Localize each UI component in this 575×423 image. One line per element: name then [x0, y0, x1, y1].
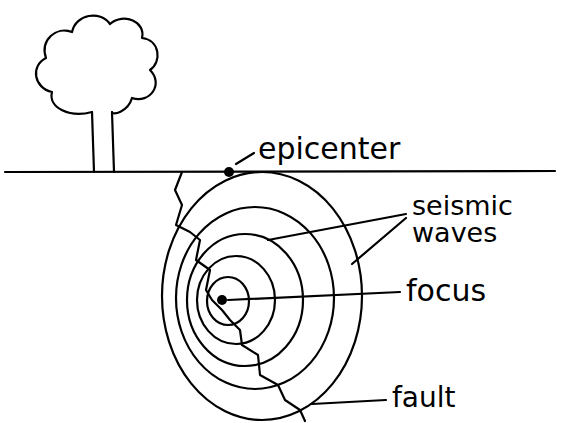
leader-line — [312, 400, 386, 404]
tree-trunk — [92, 112, 114, 172]
focus-label: focus — [406, 276, 486, 306]
epicenter-label: epicenter — [258, 134, 400, 164]
fault-label: fault — [392, 384, 456, 412]
tree-crown — [36, 16, 158, 114]
focus-dot — [217, 295, 227, 305]
leader-line — [352, 218, 406, 264]
leader-line — [236, 153, 254, 164]
ground-line — [5, 171, 555, 172]
leader-line — [228, 292, 400, 300]
epicenter-dot — [224, 167, 234, 177]
seismic-waves-label: seismic waves — [412, 192, 557, 246]
